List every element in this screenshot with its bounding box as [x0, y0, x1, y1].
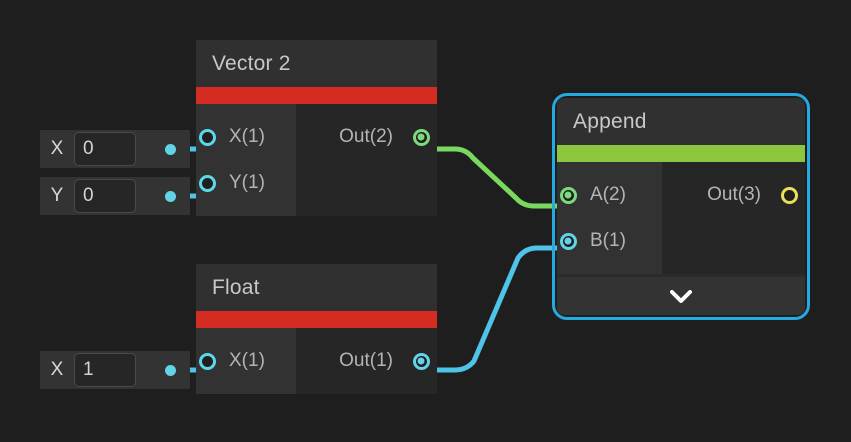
node-expander-button[interactable] [557, 277, 805, 315]
node-inputs-column: X(1) [196, 328, 296, 394]
vector2-y-input[interactable] [74, 179, 136, 213]
input-port-wrap[interactable] [193, 352, 221, 370]
port-out3-icon[interactable] [780, 186, 798, 204]
wire-float-out-to-append-b [415, 245, 583, 373]
node-outputs-column: Out(3) [662, 162, 805, 274]
port-y1-icon[interactable] [198, 174, 216, 192]
port-x1-icon[interactable] [198, 128, 216, 146]
input-port-label: B(1) [590, 230, 626, 251]
input-port-row[interactable]: X(1) [196, 338, 296, 384]
vector2-x-input[interactable] [74, 132, 136, 166]
output-port-row[interactable]: Out(3) [662, 172, 805, 218]
input-port-wrap[interactable] [193, 128, 221, 146]
node-append[interactable]: Append A(2) B(1) Out(3) [552, 93, 810, 320]
input-port-row[interactable]: X(1) [196, 114, 296, 160]
input-port-wrap[interactable] [554, 186, 582, 204]
output-port-label: Out(3) [707, 184, 761, 205]
node-title: Float [196, 264, 437, 311]
float-x-connector-dot[interactable] [165, 364, 176, 376]
float-x-input[interactable] [74, 353, 136, 387]
node-outputs-column: Out(1) [296, 328, 437, 394]
node-accent-bar [196, 87, 437, 104]
output-port-wrap[interactable] [407, 128, 435, 146]
node-vector2[interactable]: Vector 2 X(1) Y(1) Out(2 [196, 40, 437, 216]
output-column-spacer [296, 160, 437, 206]
vector2-y-connector-dot[interactable] [165, 190, 176, 202]
output-port-row[interactable]: Out(2) [296, 114, 437, 160]
input-port-label: Y(1) [229, 172, 265, 193]
node-title: Vector 2 [196, 40, 437, 87]
node-accent-bar [557, 145, 805, 162]
vector2-x-connector-dot[interactable] [165, 143, 176, 155]
port-out2-icon[interactable] [412, 128, 430, 146]
output-port-label: Out(2) [339, 126, 393, 147]
input-port-label: X(1) [229, 350, 265, 371]
node-inputs-column: X(1) Y(1) [196, 104, 296, 216]
input-port-wrap[interactable] [193, 174, 221, 192]
input-port-row[interactable]: A(2) [557, 172, 662, 218]
output-port-wrap[interactable] [407, 352, 435, 370]
node-inputs-column: A(2) B(1) [557, 162, 662, 274]
node-float[interactable]: Float X(1) Out(1) [196, 264, 437, 394]
value-widget-float-x[interactable]: X [40, 351, 190, 389]
output-port-label: Out(1) [339, 350, 393, 371]
input-port-wrap[interactable] [554, 232, 582, 250]
port-a2-icon[interactable] [559, 186, 577, 204]
output-column-spacer [662, 218, 805, 264]
value-widget-label: Y [50, 185, 64, 206]
output-port-row[interactable]: Out(1) [296, 338, 437, 384]
chevron-down-icon [670, 289, 692, 303]
node-body: A(2) B(1) Out(3) [557, 162, 805, 274]
node-outputs-column: Out(2) [296, 104, 437, 216]
value-widget-label: X [50, 138, 64, 159]
node-accent-bar [196, 311, 437, 328]
input-port-row[interactable]: B(1) [557, 218, 662, 264]
node-body: X(1) Out(1) [196, 328, 437, 394]
node-title: Append [557, 98, 805, 145]
input-port-label: A(2) [590, 184, 626, 205]
input-port-row[interactable]: Y(1) [196, 160, 296, 206]
port-b1-icon[interactable] [559, 232, 577, 250]
value-widget-vector2-y[interactable]: Y [40, 177, 190, 215]
value-widget-label: X [50, 359, 64, 380]
node-body: X(1) Y(1) Out(2) [196, 104, 437, 216]
input-port-label: X(1) [229, 126, 265, 147]
output-port-wrap[interactable] [775, 186, 803, 204]
value-widget-vector2-x[interactable]: X [40, 130, 190, 168]
port-x1-icon[interactable] [198, 352, 216, 370]
port-out1-icon[interactable] [412, 352, 430, 370]
